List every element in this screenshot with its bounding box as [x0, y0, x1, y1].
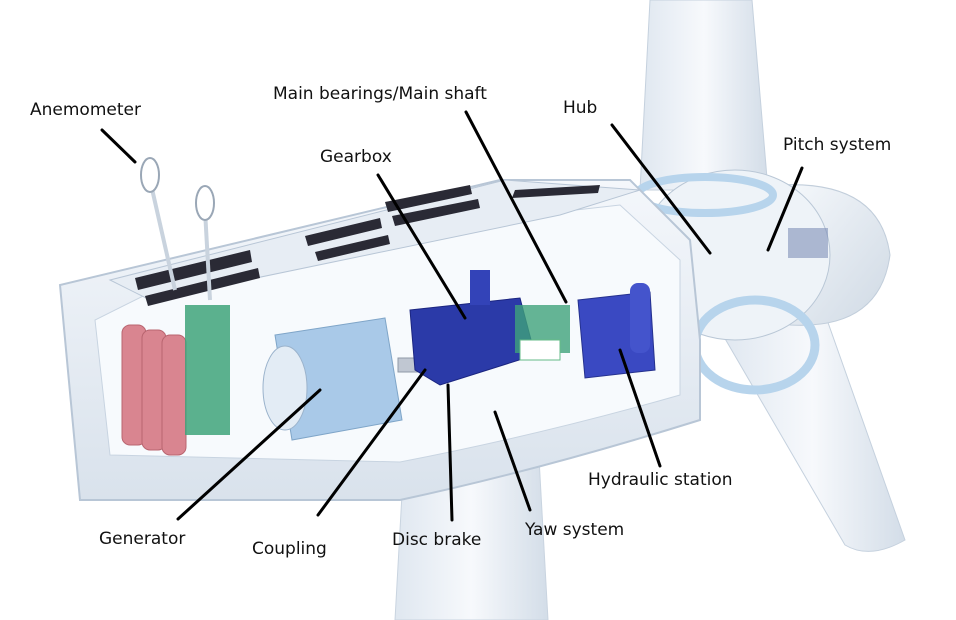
label-main-bearings: Main bearings/Main shaft: [273, 84, 487, 104]
label-yaw-system: Yaw system: [525, 520, 624, 540]
gearbox-top: [470, 270, 490, 305]
label-hub: Hub: [563, 98, 597, 118]
label-disc-brake: Disc brake: [392, 530, 481, 550]
hydraulic-tank: [630, 283, 650, 353]
pitch-system-parts: [788, 228, 828, 258]
anemometer-cup-2: [196, 186, 214, 220]
label-pitch-system: Pitch system: [783, 135, 891, 155]
transformer: [122, 325, 186, 455]
label-hydraulic-station: Hydraulic station: [588, 470, 733, 490]
upper-blade: [640, 0, 768, 190]
label-gearbox: Gearbox: [320, 147, 392, 167]
label-generator: Generator: [99, 529, 185, 549]
control-cabinet: [185, 305, 230, 435]
anemometer-cup-1: [141, 158, 159, 192]
leader-anemometer: [102, 130, 135, 162]
label-coupling: Coupling: [252, 539, 327, 559]
label-anemometer: Anemometer: [30, 100, 141, 120]
yaw-drive-parts: [520, 340, 560, 360]
generator-end: [263, 346, 307, 430]
